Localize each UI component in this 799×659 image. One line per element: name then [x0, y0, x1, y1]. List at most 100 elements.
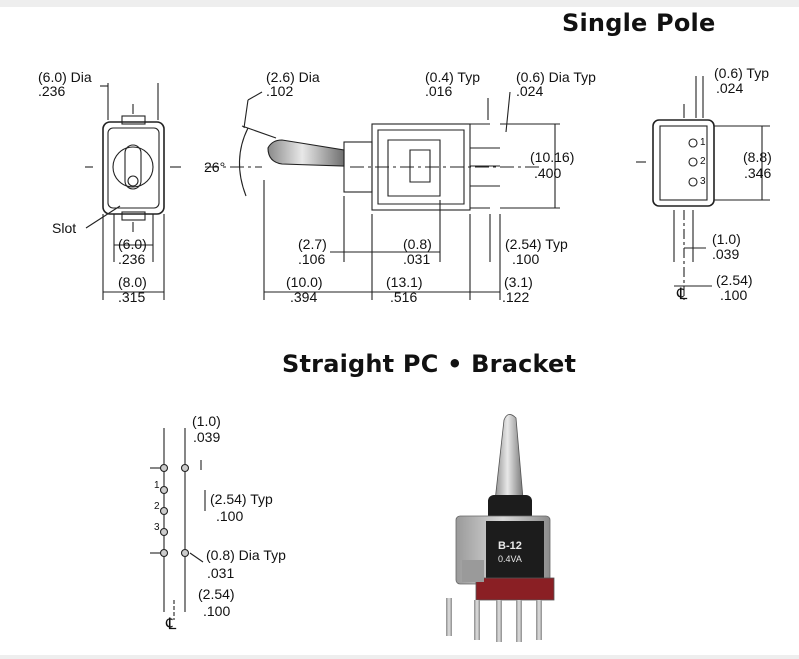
- fp-row-in: .100: [203, 603, 231, 619]
- photo-marking-1: B-12: [498, 540, 522, 552]
- rear-centerline-symbol: ℄: [677, 286, 688, 303]
- side-lever: [267, 139, 345, 167]
- side-dia-typ-in: .024: [516, 83, 544, 99]
- lever-dia-mm: (2.6) Dia: [266, 69, 320, 85]
- lever-dia-pointer2: [243, 99, 249, 129]
- front-outer-mm: (8.0): [118, 274, 147, 290]
- side-frame: [387, 139, 441, 197]
- rear-body-inner: [659, 125, 708, 201]
- rear-pin-3-label: 3: [700, 176, 706, 187]
- hole-dia-leader: [189, 552, 204, 563]
- fp-pin-2-label: 2: [154, 501, 160, 512]
- side-d1-in: .106: [298, 251, 326, 267]
- rear-height-mm: (8.8): [743, 149, 772, 165]
- rear-view: [636, 76, 770, 300]
- side-pitch-in: .100: [512, 251, 540, 267]
- rear-typ-in: .024: [716, 80, 744, 96]
- side-d3-mm: (10.0): [286, 274, 323, 290]
- rear-pin-2: [688, 157, 698, 167]
- front-view: [85, 83, 181, 300]
- photo-pin-d: [516, 600, 522, 642]
- angle-label: 26°: [204, 159, 226, 175]
- bottom-border: [0, 655, 799, 659]
- front-outer-in: .315: [118, 289, 146, 305]
- rear-off-in: .039: [712, 246, 740, 262]
- hole-bracket-bottom-right: [180, 548, 190, 558]
- rear-pin-3: [688, 177, 698, 187]
- hole-pin-3: [159, 527, 169, 537]
- front-bottom-tab: [121, 211, 146, 221]
- side-d4-in: .516: [390, 289, 418, 305]
- lever-dia-in: .102: [266, 83, 294, 99]
- side-dia-typ-mm: (0.6) Dia Typ: [516, 69, 596, 85]
- photo-base: [475, 577, 555, 601]
- side-d1-mm: (2.7): [298, 236, 327, 252]
- slot-label: Slot: [52, 220, 77, 236]
- photo-bushing: [488, 495, 532, 521]
- hole-bracket-top-left: [159, 463, 169, 473]
- photo-pin-a: [446, 598, 452, 636]
- front-lever: [124, 144, 142, 190]
- front-bushing: [112, 146, 154, 188]
- photo-pin-e: [536, 600, 542, 640]
- lever-dia-leader: [241, 125, 277, 139]
- front-lever-tip: [127, 175, 139, 187]
- hole-bracket-top-right: [180, 463, 190, 473]
- fp-pin-1-label: 1: [154, 480, 160, 491]
- photo-pin-c: [496, 600, 502, 642]
- side-d4-mm: (13.1): [386, 274, 423, 290]
- rear-off-mm: (1.0): [712, 231, 741, 247]
- rear-pin-1-label: 1: [700, 137, 706, 148]
- photo-marking-2: 0.4VA: [498, 554, 522, 564]
- side-d3-in: .394: [290, 289, 318, 305]
- fp-pitch-in: .100: [216, 508, 244, 524]
- side-typ-mm: (0.4) Typ: [425, 69, 480, 85]
- side-d5-in: .122: [502, 289, 530, 305]
- photo-bracket-tab: [462, 560, 484, 582]
- front-body-outline: [102, 121, 165, 215]
- fp-hole-in: .031: [207, 565, 235, 581]
- fp-pin-3-label: 3: [154, 522, 160, 533]
- side-view: [205, 91, 560, 300]
- rear-pin-2-label: 2: [700, 156, 706, 167]
- side-d2-mm: (0.8): [403, 236, 432, 252]
- front-top-tab: [121, 115, 146, 125]
- footprint-view: [150, 428, 206, 620]
- fp-off-mm: (1.0): [192, 413, 221, 429]
- hole-pin-2: [159, 506, 169, 516]
- side-body-inner: [377, 129, 465, 205]
- top-border: [0, 0, 799, 7]
- rear-pitch-mm: (2.54): [716, 272, 753, 288]
- rear-typ-mm: (0.6) Typ: [714, 65, 769, 81]
- photo-pin-b: [474, 600, 480, 640]
- fp-off-in: .039: [193, 429, 221, 445]
- angle-arc: [238, 127, 249, 197]
- side-pitch-mm: (2.54) Typ: [505, 236, 568, 252]
- hole-bracket-bottom-left: [159, 548, 169, 558]
- front-body-inner: [107, 127, 160, 209]
- front-dia-mm: (6.0) Dia: [38, 69, 92, 85]
- front-inner-mm: (6.0): [118, 236, 147, 252]
- slot-leader: [85, 205, 121, 229]
- single-pole-heading: Single Pole: [562, 9, 716, 37]
- rear-height-in: .346: [744, 165, 772, 181]
- dia-typ-pointer: [505, 91, 511, 133]
- fp-hole-mm: (0.8) Dia Typ: [206, 547, 286, 563]
- side-d5-mm: (3.1): [504, 274, 533, 290]
- lever-dia-pointer: [247, 91, 263, 101]
- fp-centerline-symbol: ℄: [166, 616, 177, 633]
- hole-pin-1: [159, 485, 169, 495]
- side-typ-in: .016: [425, 83, 453, 99]
- side-d2-in: .031: [403, 251, 431, 267]
- side-contact: [409, 149, 431, 183]
- rear-body-outline: [652, 119, 715, 207]
- straight-pc-bracket-heading: Straight PC • Bracket: [282, 350, 577, 378]
- side-height-mm: (10.16): [530, 149, 575, 165]
- rear-pin-1: [688, 138, 698, 148]
- front-dia-in: .236: [38, 83, 66, 99]
- rear-pitch-in: .100: [720, 287, 748, 303]
- fp-row-mm: (2.54): [198, 586, 235, 602]
- photo-body: [486, 521, 544, 579]
- front-inner-in: .236: [118, 251, 146, 267]
